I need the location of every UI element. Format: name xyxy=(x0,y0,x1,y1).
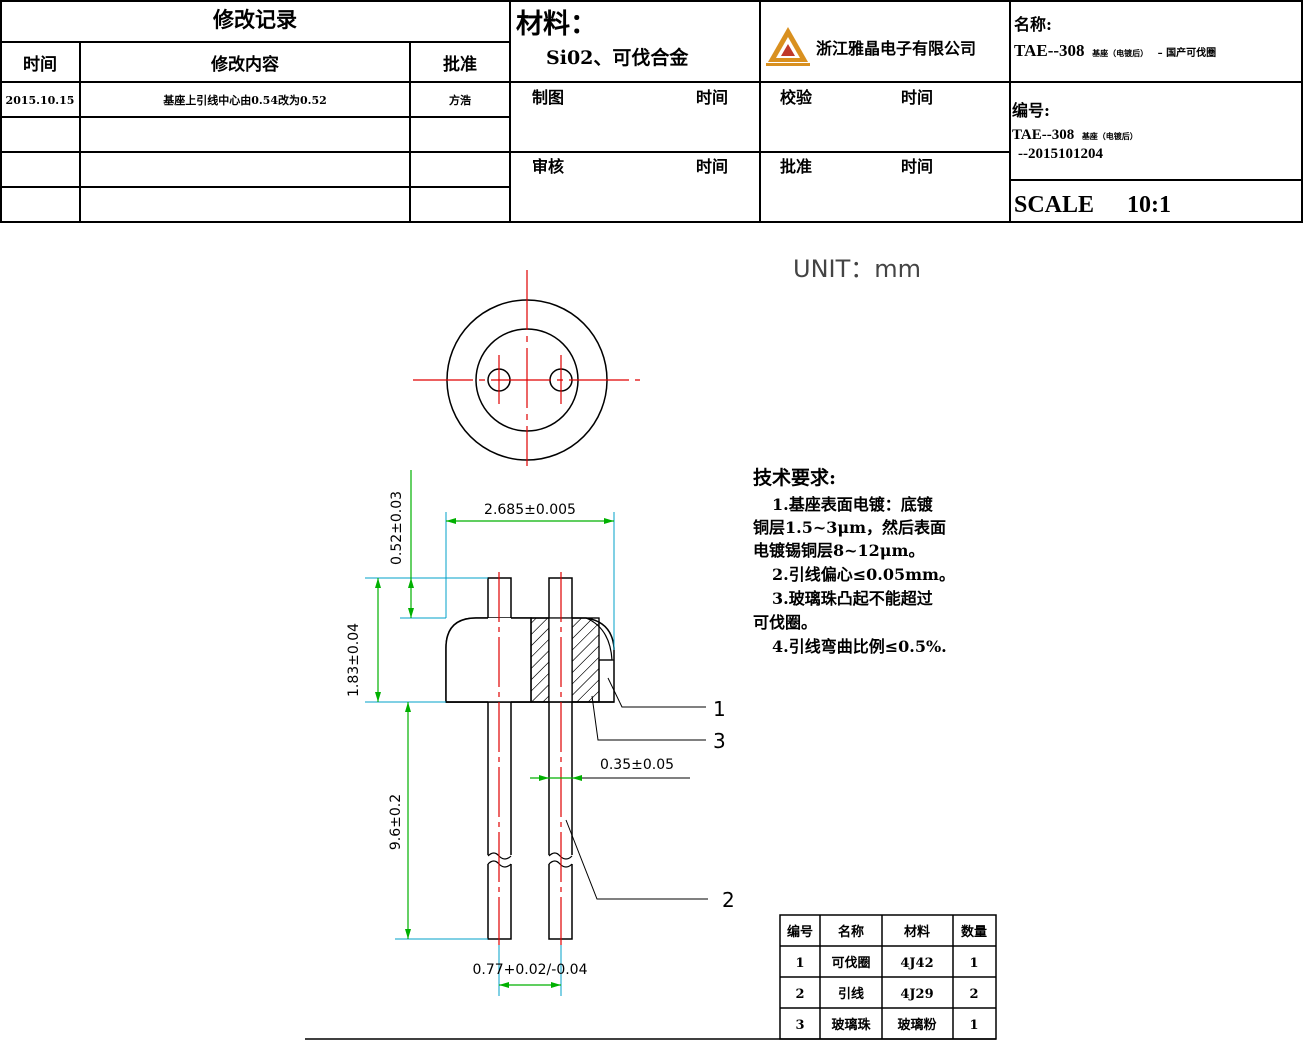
checked-label: 校验 xyxy=(780,88,813,107)
revision-title: 修改记录 xyxy=(212,7,297,32)
parts-row-2-qty: 2 xyxy=(969,987,978,1002)
callout-labels: 1 3 2 xyxy=(713,697,735,912)
scale-value: 10:1 xyxy=(1127,192,1171,218)
company-logo xyxy=(766,27,810,66)
parts-header-name: 名称 xyxy=(838,924,864,940)
revision-row-1-time: 2015.10.15 xyxy=(6,94,75,107)
title-block xyxy=(0,0,1303,223)
revision-table: 修改记录 时间 修改内容 批准 2015.10.15 基座上引线中心由0.54改… xyxy=(6,7,477,107)
drawn-label: 制图 xyxy=(532,88,564,107)
dim-width-top: 2.685±0.005 xyxy=(484,502,576,518)
name-value-small: 基座（电镀后） xyxy=(1091,48,1148,58)
number-box: 编号: TAE--308 基座（电镀后） --2015101204 xyxy=(1012,101,1138,162)
callouts xyxy=(565,677,708,900)
signoff-fields: 制图 时间 审核 时间 校验 时间 批准 时间 xyxy=(532,88,933,176)
revision-row-1-content: 基座上引线中心由0.54改为0.52 xyxy=(162,93,327,107)
revision-col-content: 修改内容 xyxy=(210,54,279,75)
parts-row-3-name: 玻璃珠 xyxy=(831,1017,871,1033)
parts-row-1-no: 1 xyxy=(795,956,804,971)
reviewed-label: 审核 xyxy=(532,157,564,176)
tech-line-2: 铜层1.5~3μm，然后表面 xyxy=(753,518,946,537)
parts-row-1-material: 4J42 xyxy=(900,956,933,971)
side-view-centerlines xyxy=(498,572,562,945)
callout-2: 2 xyxy=(722,888,735,912)
material-box: 材料： Si02、可伐合金 xyxy=(516,9,689,69)
parts-row-3-material: 玻璃粉 xyxy=(897,1017,936,1033)
svg-text:TAE--308 基座（电镀后） –: TAE--308 基座（电镀后） – 国产可伐圈 xyxy=(1014,41,1216,60)
tech-line-6: 可伐圈。 xyxy=(753,613,817,632)
name-label: 名称: xyxy=(1014,15,1052,34)
revision-col-approve: 批准 xyxy=(443,54,477,75)
number-label: 编号: xyxy=(1012,101,1050,120)
top-view xyxy=(413,270,640,466)
tech-title: 技术要求: xyxy=(753,466,836,489)
side-view xyxy=(445,572,615,945)
scale-box: SCALE 10:1 xyxy=(1014,192,1171,218)
dim-lead-spacing: 0.77+0.02/-0.04 xyxy=(472,962,587,978)
parts-row-1-qty: 1 xyxy=(969,956,978,971)
tech-line-7: 4.引线弯曲比例≤0.5%. xyxy=(772,637,947,656)
company-name: 浙江雅晶电子有限公司 xyxy=(816,39,976,58)
dimension-texts: 2.685±0.005 0.52±0.03 1.83±0.04 9.6±0.2 … xyxy=(346,491,674,978)
parts-row-3-no: 3 xyxy=(795,1018,804,1033)
scale-label: SCALE xyxy=(1014,192,1094,218)
unit-label: UNIT：mm xyxy=(793,255,921,283)
approved-label: 批准 xyxy=(780,157,812,176)
parts-row-2-no: 2 xyxy=(795,987,804,1002)
parts-row-3-qty: 1 xyxy=(969,1018,978,1033)
callout-3: 3 xyxy=(713,729,726,753)
reviewed-time-label: 时间 xyxy=(696,157,728,176)
name-value-tail: – 国产可伐圈 xyxy=(1158,46,1216,59)
tech-requirements: 技术要求: 1.基座表面电镀：底镀 铜层1.5~3μm，然后表面 电镀锡铜层8~… xyxy=(753,466,955,656)
drawn-time-label: 时间 xyxy=(696,88,728,107)
parts-header-material: 材料 xyxy=(904,924,930,940)
callout-1: 1 xyxy=(713,697,726,721)
dim-lead-diameter: 0.35±0.05 xyxy=(600,757,674,773)
tech-line-4: 2.引线偏心≤0.05mm。 xyxy=(772,565,955,584)
tech-line-5: 3.玻璃珠凸起不能超过 xyxy=(772,589,933,608)
parts-row-2-name: 引线 xyxy=(838,986,864,1002)
checked-time-label: 时间 xyxy=(901,88,933,107)
tech-line-1: 1.基座表面电镀：底镀 xyxy=(772,495,934,514)
parts-table-text: 编号 名称 材料 数量 1 可伐圈 4J42 1 2 引线 4J29 2 3 玻… xyxy=(787,924,987,1033)
parts-row-1-name: 可伐圈 xyxy=(831,955,870,971)
parts-header-qty: 数量 xyxy=(961,924,987,940)
tech-line-3: 电镀锡铜层8~12μm。 xyxy=(753,541,924,560)
dimension-lines xyxy=(365,470,690,996)
number-value-main: TAE--308 xyxy=(1012,127,1074,143)
parts-header-no: 编号 xyxy=(787,924,813,940)
dim-base-height: 1.83±0.04 xyxy=(346,623,362,697)
name-value-main: TAE--308 xyxy=(1014,41,1085,60)
parts-row-2-material: 4J29 xyxy=(900,987,933,1002)
revision-row-1-approver: 方浩 xyxy=(449,93,471,107)
approved-time-label: 时间 xyxy=(901,157,933,176)
dim-lead-length: 9.6±0.2 xyxy=(388,794,404,850)
number-value-small: 基座（电镀后） xyxy=(1081,131,1138,141)
top-view-centerlines xyxy=(413,270,640,466)
material-label: 材料： xyxy=(516,9,597,40)
revision-col-time: 时间 xyxy=(23,54,57,75)
number-value-line2: --2015101204 xyxy=(1018,146,1103,162)
svg-text:TAE--308 基座（电镀后）: TAE--308 基座（电镀后） xyxy=(1012,124,1138,143)
company-box: 浙江雅晶电子有限公司 xyxy=(766,27,976,66)
parts-table xyxy=(779,914,997,1040)
name-box: 名称: TAE--308 基座（电镀后） – 国产可伐圈 xyxy=(1014,15,1216,60)
material-value: Si02、可伐合金 xyxy=(546,46,689,69)
dim-lead-offset: 0.52±0.03 xyxy=(389,491,405,565)
